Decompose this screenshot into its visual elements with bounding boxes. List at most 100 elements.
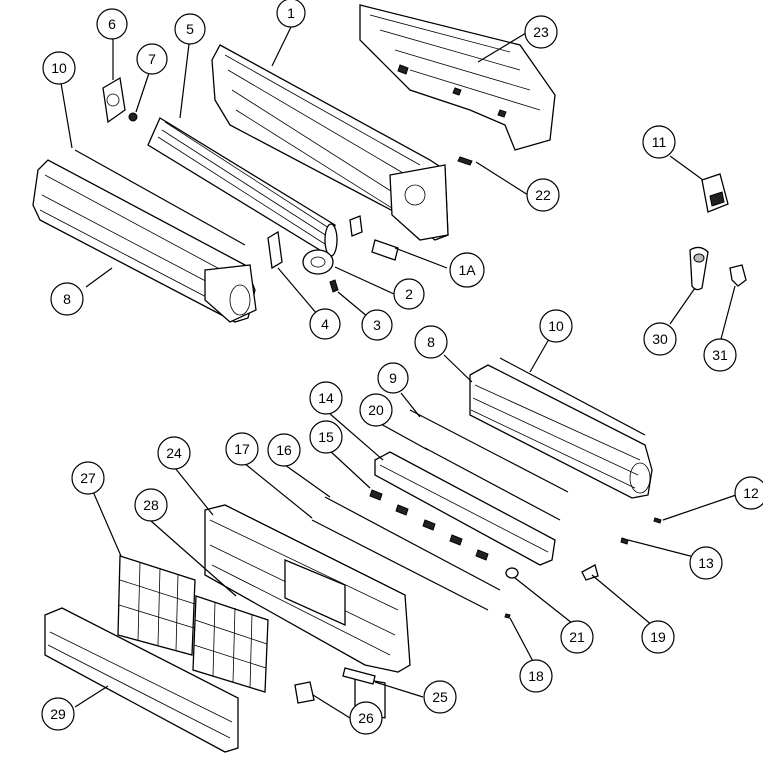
callout-8-left: 8 xyxy=(50,282,84,316)
rod-left-part xyxy=(74,149,246,246)
svg-text:28: 28 xyxy=(143,497,159,513)
svg-text:3: 3 xyxy=(373,317,381,333)
remote-holder-part xyxy=(729,264,747,287)
svg-text:1: 1 xyxy=(287,5,295,21)
callout-12: 12 xyxy=(734,476,763,510)
bearing-support-part xyxy=(102,76,126,124)
callout-21: 21 xyxy=(560,620,594,654)
callout-30: 30 xyxy=(643,322,677,356)
callout-29: 29 xyxy=(41,697,75,731)
svg-text:22: 22 xyxy=(535,187,551,203)
air-filter-left-part xyxy=(117,555,196,656)
svg-text:17: 17 xyxy=(234,441,250,457)
callout-10-right: 10 xyxy=(539,309,573,343)
switch-box-part xyxy=(701,173,729,213)
svg-text:8: 8 xyxy=(427,334,435,350)
motor-clip-part xyxy=(329,279,339,293)
callout-15: 15 xyxy=(309,420,343,454)
callout-24: 24 xyxy=(157,436,191,470)
callout-22: 22 xyxy=(526,178,560,212)
vane-rod-part xyxy=(311,519,489,611)
svg-text:10: 10 xyxy=(51,60,67,76)
svg-text:7: 7 xyxy=(148,51,156,67)
callout-3: 3 xyxy=(361,309,393,341)
callout-13: 13 xyxy=(689,546,723,580)
front-housing-right-part xyxy=(469,364,653,499)
motor-bracket-part xyxy=(349,215,399,261)
svg-text:30: 30 xyxy=(652,331,668,347)
svg-text:29: 29 xyxy=(50,706,66,722)
louver-assembly-part xyxy=(374,447,561,566)
link-rod-part xyxy=(324,496,501,591)
leader-lines xyxy=(60,26,737,719)
front-panel-frame-part xyxy=(204,504,411,719)
fan-motor-part xyxy=(302,249,334,275)
mounting-plate-part xyxy=(359,4,556,151)
svg-text:20: 20 xyxy=(368,402,384,418)
svg-text:21: 21 xyxy=(569,629,585,645)
small-screw-13-part xyxy=(620,537,629,545)
svg-text:2: 2 xyxy=(405,286,413,302)
svg-text:15: 15 xyxy=(318,429,334,445)
svg-text:5: 5 xyxy=(186,21,194,37)
screw-part xyxy=(457,156,473,166)
callout-16: 16 xyxy=(267,433,301,467)
callout-1: 1 xyxy=(276,0,306,28)
motor-mount-part xyxy=(267,230,283,270)
air-filter-right-part xyxy=(192,595,269,693)
callout-1a: 1A xyxy=(449,252,485,288)
front-panel-part xyxy=(44,607,239,753)
callout-18: 18 xyxy=(519,659,553,693)
svg-text:26: 26 xyxy=(358,710,374,726)
callout-19: 19 xyxy=(641,620,675,654)
callout-2: 2 xyxy=(393,278,425,310)
svg-text:31: 31 xyxy=(712,347,728,363)
louver-clips-part xyxy=(369,489,489,561)
front-housing-left-part xyxy=(32,159,257,323)
svg-text:11: 11 xyxy=(652,134,667,150)
shaft-part xyxy=(409,409,569,493)
chassis-frame-part xyxy=(211,44,449,241)
callout-8-right: 8 xyxy=(414,325,448,359)
rod-right-part xyxy=(499,357,646,436)
svg-text:24: 24 xyxy=(166,445,182,461)
svg-text:19: 19 xyxy=(650,629,666,645)
callout-5: 5 xyxy=(174,13,206,45)
display-board-part xyxy=(342,667,376,685)
svg-text:10: 10 xyxy=(548,318,564,334)
callout-9: 9 xyxy=(377,362,409,394)
svg-text:27: 27 xyxy=(80,470,96,486)
svg-text:14: 14 xyxy=(318,390,334,406)
bearing-part xyxy=(128,112,138,122)
svg-text:25: 25 xyxy=(432,689,448,705)
svg-text:8: 8 xyxy=(63,291,71,307)
small-screw-12-part xyxy=(653,517,662,524)
small-screw-18-part xyxy=(504,613,511,619)
callout-28: 28 xyxy=(134,488,168,522)
svg-text:9: 9 xyxy=(389,370,397,386)
callout-7: 7 xyxy=(136,43,168,75)
svg-text:12: 12 xyxy=(743,485,759,501)
callout-14: 14 xyxy=(309,381,343,415)
callout-31: 31 xyxy=(703,338,737,372)
callout-26: 26 xyxy=(349,701,383,735)
callout-10-left: 10 xyxy=(42,51,76,85)
svg-text:13: 13 xyxy=(698,555,714,571)
svg-text:23: 23 xyxy=(533,24,549,40)
svg-text:6: 6 xyxy=(108,16,116,32)
callout-6: 6 xyxy=(96,8,128,40)
callout-11: 11 xyxy=(642,125,676,159)
callout-20: 20 xyxy=(359,393,393,427)
svg-text:16: 16 xyxy=(276,442,292,458)
receiver-part xyxy=(294,681,315,704)
callout-23: 23 xyxy=(524,15,558,49)
callout-4: 4 xyxy=(309,308,341,340)
callout-17: 17 xyxy=(225,432,259,466)
svg-text:1A: 1A xyxy=(458,262,476,278)
callout-27: 27 xyxy=(71,461,105,495)
louver-motor-part xyxy=(505,567,519,579)
callout-25: 25 xyxy=(423,680,457,714)
blower-wheel-part xyxy=(147,117,338,257)
svg-text:18: 18 xyxy=(528,668,544,684)
